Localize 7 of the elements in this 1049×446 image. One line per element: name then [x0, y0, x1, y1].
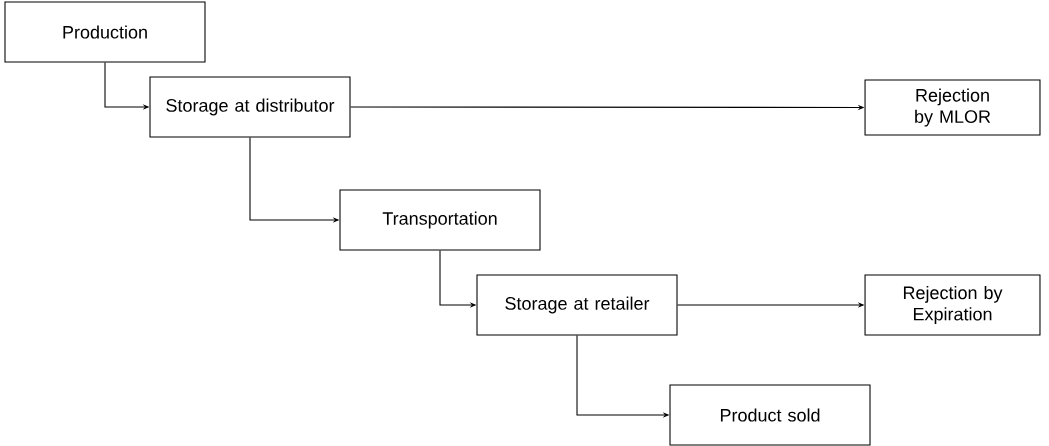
process-box: Product sold [669, 384, 871, 446]
process-box: Production [4, 1, 206, 63]
process-box: Rejection by MLOR [864, 79, 1041, 136]
process-box: Storage at retailer [476, 274, 678, 336]
process-box: Rejection by Expiration [864, 274, 1041, 336]
process-box: Storage at distributor [149, 76, 351, 138]
process-box: Transportation [339, 189, 541, 251]
